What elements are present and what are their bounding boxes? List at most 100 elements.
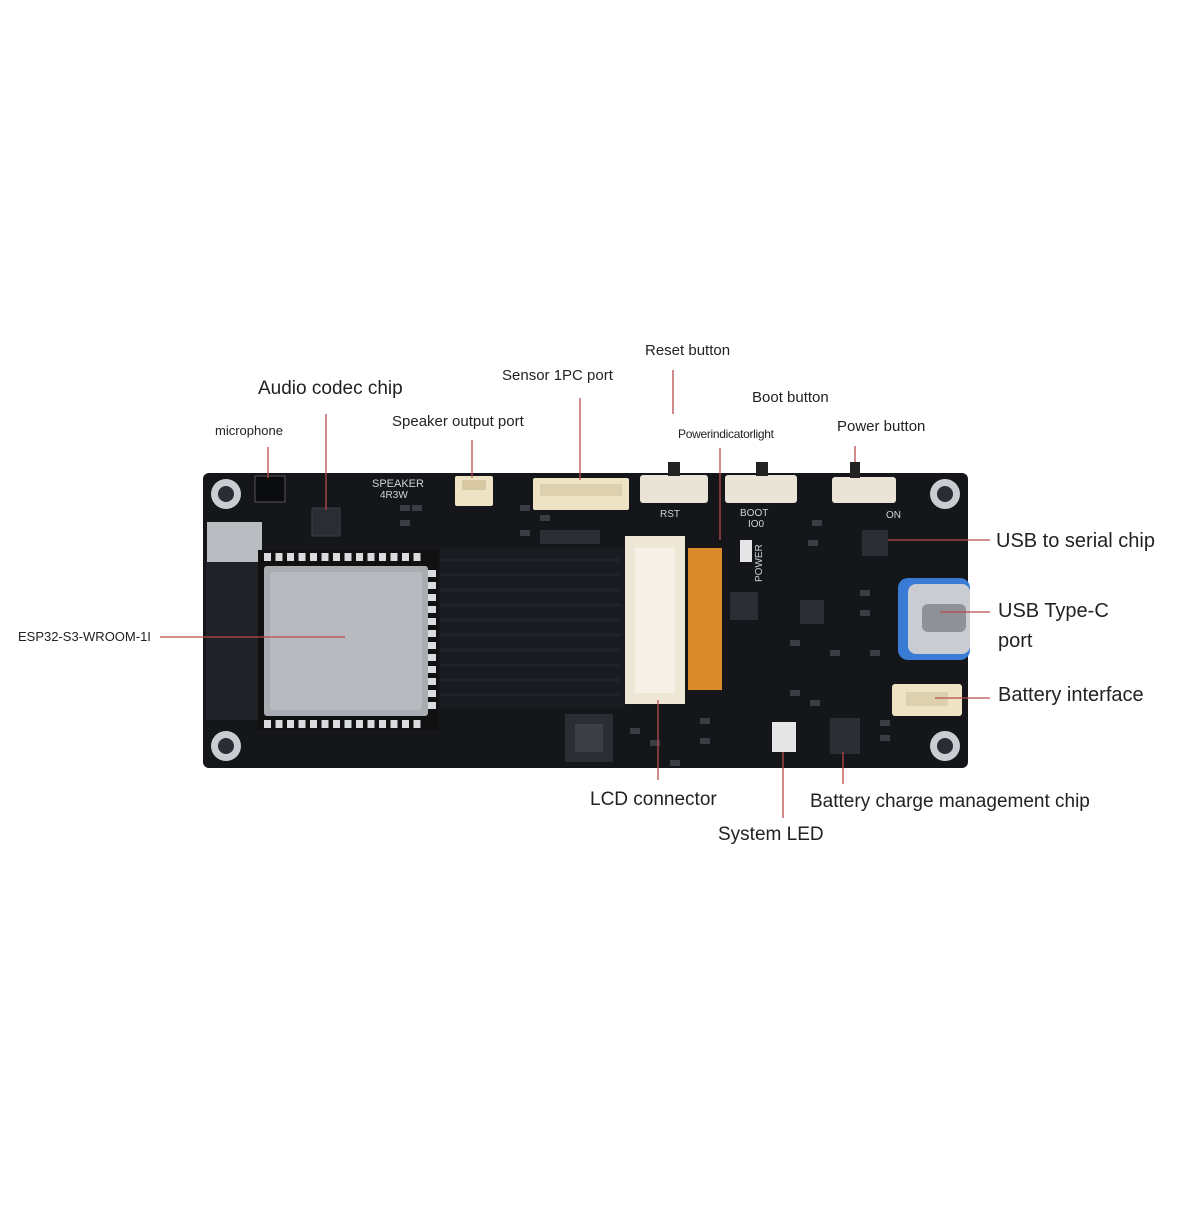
boot-switch	[725, 462, 797, 503]
label-usb-serial: USB to serial chip	[996, 530, 1155, 552]
module-pin	[275, 553, 283, 561]
module-pin	[333, 720, 340, 728]
label-audio-codec: Audio codec chip	[258, 378, 403, 399]
mounting-hole	[211, 479, 241, 509]
passive	[520, 530, 530, 536]
passive	[650, 740, 660, 746]
module-pin	[321, 720, 329, 728]
module-pin	[333, 553, 340, 561]
passive	[880, 735, 890, 741]
module-pin	[321, 553, 329, 561]
module-pin	[428, 690, 436, 697]
module-pin	[428, 678, 436, 685]
module-pin	[367, 553, 375, 561]
module-pin	[367, 720, 375, 728]
passive	[790, 640, 800, 646]
passive	[540, 515, 550, 521]
passive	[630, 728, 640, 734]
module-pin	[428, 666, 436, 673]
antenna-area	[206, 560, 262, 720]
module-pin	[428, 606, 436, 613]
module-pin	[356, 720, 363, 728]
passive	[880, 720, 890, 726]
module-pin	[298, 553, 306, 561]
module-pin	[379, 553, 386, 561]
module-pin	[287, 553, 294, 561]
power-led-part	[740, 540, 752, 562]
module-pin	[428, 570, 436, 577]
reset-switch	[640, 462, 708, 503]
module-pin	[428, 582, 436, 589]
label-esp32-module: ESP32-S3-WROOM-1I	[18, 629, 151, 644]
label-sensor-port: Sensor 1PC port	[502, 367, 613, 384]
module-pin	[402, 553, 409, 561]
passive	[400, 520, 410, 526]
module-pin	[275, 720, 283, 728]
module-pin	[298, 720, 306, 728]
module-pin	[344, 553, 352, 561]
label-usb-typec-line1: USB Type-C	[998, 600, 1109, 622]
label-battery-charge-chip: Battery charge management chip	[810, 791, 1090, 812]
silk-speaker: SPEAKER	[372, 478, 424, 490]
silk-io0: IO0	[748, 519, 765, 530]
audio-codec-part	[311, 507, 341, 537]
module-pin	[379, 720, 386, 728]
label-system-led: System LED	[718, 824, 824, 845]
label-power-button: Power button	[837, 418, 926, 435]
usb-typec-part	[898, 578, 970, 660]
charge-chip-part	[830, 718, 860, 754]
module-pin	[428, 702, 436, 709]
module-pin	[428, 618, 436, 625]
esp32-module	[258, 550, 438, 730]
module-pin	[428, 642, 436, 649]
module-pin	[402, 720, 409, 728]
module-pin	[390, 720, 398, 728]
module-pin	[413, 720, 421, 728]
passive	[700, 718, 710, 724]
passive	[670, 760, 680, 766]
trace-region	[440, 548, 625, 708]
module-pin	[428, 654, 436, 661]
module-pin	[344, 720, 352, 728]
module-pins	[264, 553, 436, 728]
passive	[790, 690, 800, 696]
leader-lines	[160, 370, 990, 818]
module-pin	[287, 720, 294, 728]
mounting-hole	[930, 731, 960, 761]
module-pin	[390, 553, 398, 561]
usb-serial-part	[862, 530, 888, 556]
label-power-indicator: Powerindicatorlight	[678, 427, 774, 441]
passive	[870, 650, 880, 656]
passive	[520, 505, 530, 511]
module-pin	[428, 630, 436, 637]
passive	[860, 610, 870, 616]
passive	[812, 520, 822, 526]
label-usb-typec-line2: port	[998, 630, 1033, 652]
silk-rst: RST	[660, 509, 680, 520]
label-speaker-port: Speaker output port	[392, 413, 524, 430]
label-battery-interface: Battery interface	[998, 684, 1144, 706]
microphone-part	[254, 475, 286, 503]
silk-boot: BOOT	[740, 508, 768, 519]
chip	[730, 592, 758, 620]
mounting-hole	[211, 731, 241, 761]
fpc-connector	[688, 548, 722, 690]
passive	[700, 738, 710, 744]
silk-on: ON	[886, 510, 901, 521]
module-pin	[264, 553, 271, 561]
module-pin	[356, 553, 363, 561]
module-pin	[428, 594, 436, 601]
label-microphone: microphone	[215, 423, 283, 438]
mounting-hole	[930, 479, 960, 509]
label-boot-button: Boot button	[752, 389, 829, 406]
power-switch	[832, 462, 896, 503]
passive	[810, 700, 820, 706]
chip	[800, 600, 824, 624]
module-pin	[310, 553, 317, 561]
module-pin	[264, 720, 271, 728]
passive	[808, 540, 818, 546]
antenna-pad	[207, 522, 262, 562]
label-lcd-connector: LCD connector	[590, 789, 717, 810]
passive	[830, 650, 840, 656]
